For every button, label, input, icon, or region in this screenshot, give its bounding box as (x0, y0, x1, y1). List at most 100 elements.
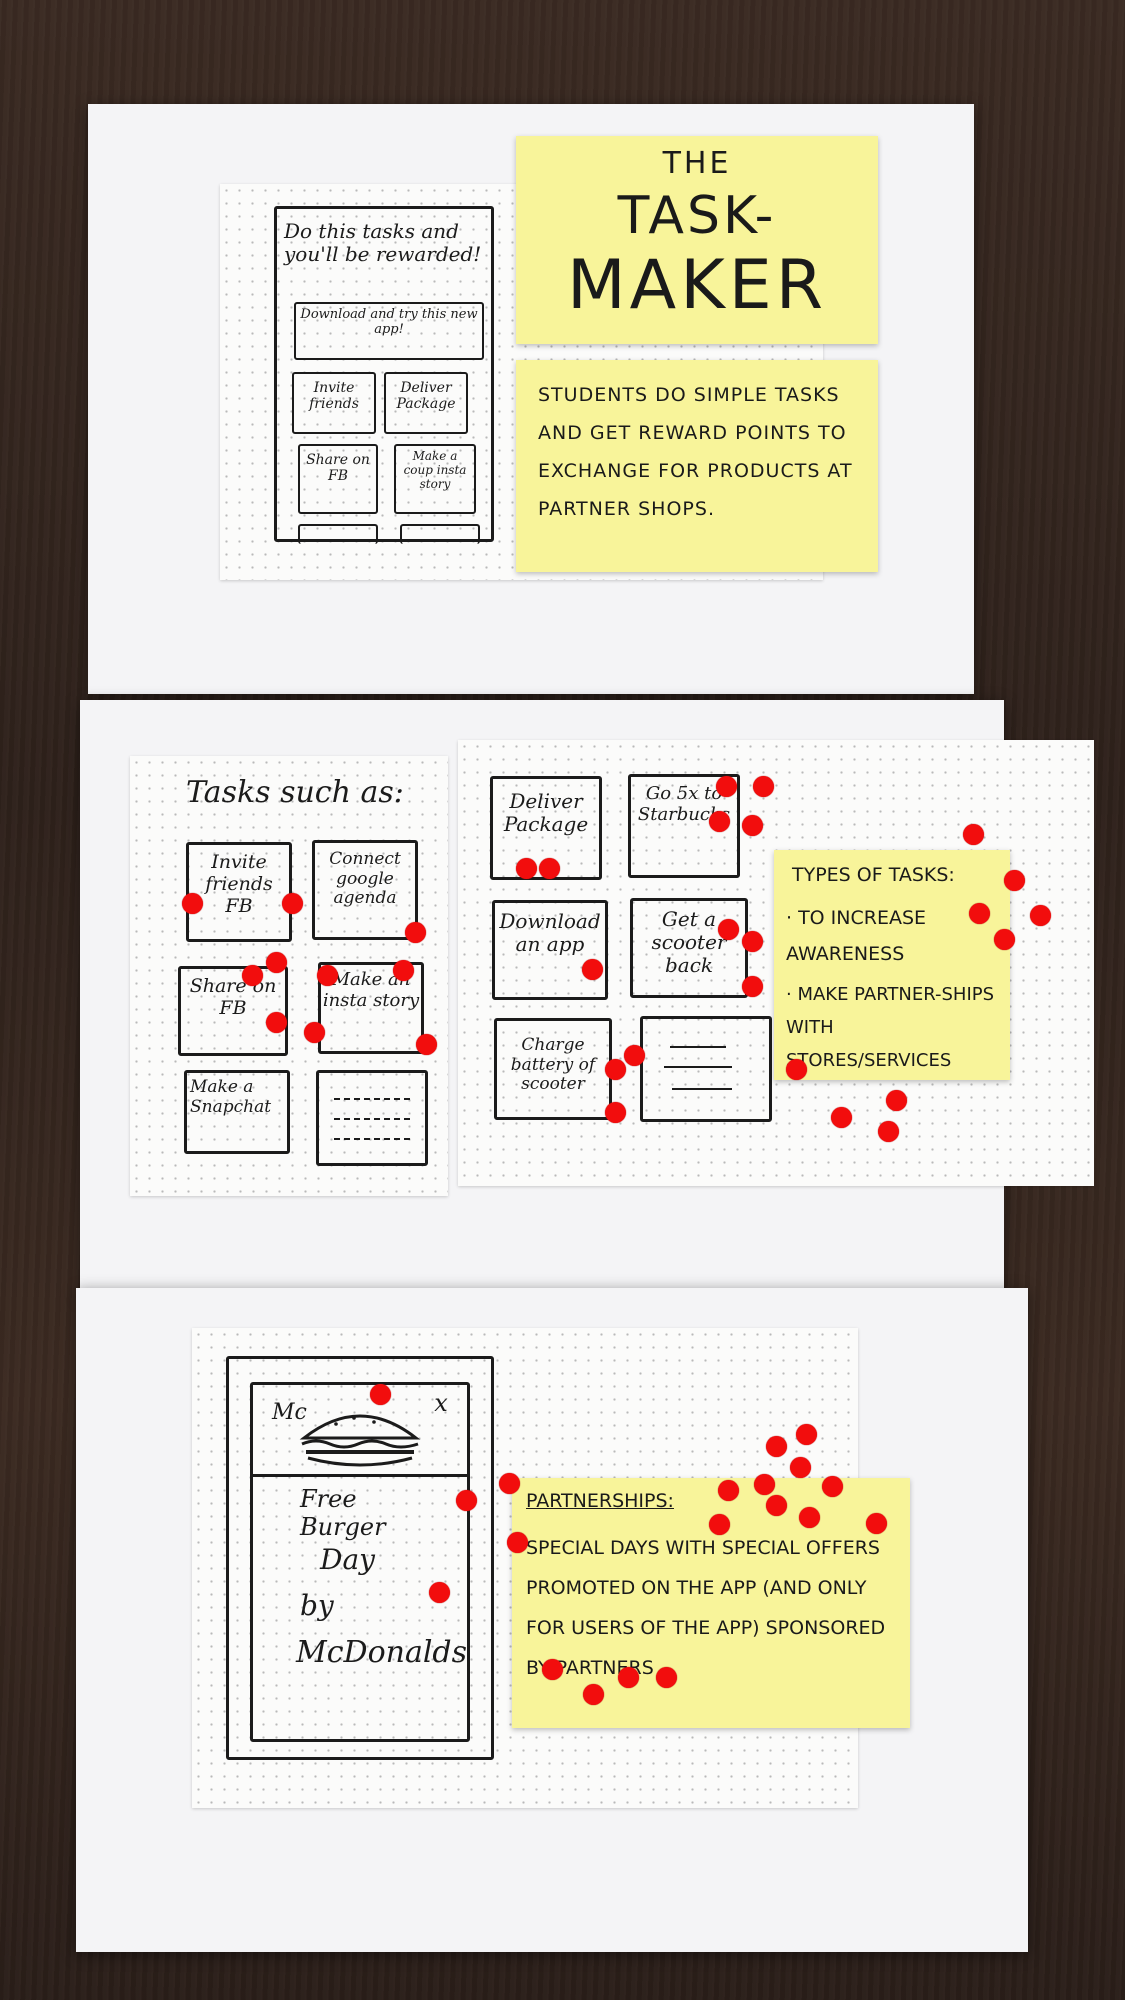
red-vote-dot (709, 811, 730, 832)
red-vote-dot (799, 1507, 820, 1528)
red-vote-dot (582, 959, 603, 980)
task-tile-invite (292, 372, 376, 434)
red-vote-dot (429, 1582, 450, 1603)
red-vote-dot (766, 1495, 787, 1516)
title-line-the: THE (662, 146, 732, 181)
task-tile-deliver (384, 372, 468, 434)
phone-outline (274, 206, 494, 542)
red-vote-dot (405, 922, 426, 943)
red-vote-dot (822, 1476, 843, 1497)
red-vote-dot (304, 1022, 325, 1043)
placeholder-dash (672, 1088, 732, 1090)
red-vote-dot (266, 1012, 287, 1033)
red-vote-dot (618, 1667, 639, 1688)
left-tile-invite (186, 842, 292, 942)
red-vote-dot (742, 976, 763, 997)
red-vote-dot (507, 1532, 528, 1553)
promo-popup-frame (250, 1382, 470, 1742)
red-vote-dot (266, 952, 287, 973)
red-vote-dot (866, 1513, 887, 1534)
red-vote-dot (1004, 870, 1025, 891)
placeholder-dash (334, 1118, 410, 1120)
task-tile-share (298, 444, 378, 514)
left-tile-snapchat (184, 1070, 290, 1154)
red-vote-dot (718, 919, 739, 940)
phone-header-text: Do this tasks and you'll be rewarded! (284, 219, 482, 266)
right-tile-placeholder (640, 1016, 772, 1122)
promo-line-mcdonalds: McDonalds (296, 1635, 468, 1670)
red-vote-dot (969, 903, 990, 924)
right-tile-starbucks (628, 774, 740, 878)
red-vote-dot (790, 1457, 811, 1478)
promo-line-burger: Burger (300, 1513, 386, 1541)
tasks-heading: Tasks such as: (186, 775, 404, 810)
placeholder-dash (670, 1046, 726, 1048)
right-tile-starbucks-label: Go 5x to Starbucks (637, 783, 731, 825)
red-vote-dot (716, 776, 737, 797)
red-vote-dot (416, 1034, 437, 1055)
promo-close-mark: x (434, 1389, 448, 1417)
partnerships-text: SPECIAL DAYS WITH SPECIAL OFFERS PROMOTE… (526, 1537, 886, 1679)
red-vote-dot (878, 1121, 899, 1142)
title-sticky: THE TASK- MAKER (516, 136, 878, 344)
right-tile-download-label: Download an app (499, 909, 601, 956)
right-tile-deliver-label: Deliver Package (503, 789, 589, 836)
task-types-item-awareness: · TO INCREASE AWARENESS (786, 907, 927, 965)
red-vote-dot (886, 1090, 907, 1111)
promo-line-day: Day (320, 1543, 375, 1576)
description-sticky: STUDENTS DO SIMPLE TASKS AND GET REWARD … (516, 360, 878, 572)
title-line-maker: MAKER (567, 246, 827, 325)
red-vote-dot (456, 1490, 477, 1511)
red-vote-dot (766, 1436, 787, 1457)
left-tile-share (178, 966, 288, 1056)
right-tile-scooter-label: Get a scooter back (651, 907, 727, 977)
left-tile-connect-label: Connect google agenda (329, 849, 401, 909)
task-tile-partial-1 (298, 524, 378, 544)
red-vote-dot (605, 1102, 626, 1123)
red-vote-dot (742, 931, 763, 952)
title-line-task: TASK- (617, 186, 777, 246)
red-vote-dot (317, 965, 338, 986)
placeholder-dash (334, 1098, 410, 1100)
task-tile-story-label: Make a coup insta story (403, 449, 467, 491)
red-vote-dot (754, 1474, 775, 1495)
banner-task-label: Download and try this new app! (300, 307, 478, 337)
red-vote-dot (994, 929, 1015, 950)
partnerships-sticky: PARTNERSHIPS: SPECIAL DAYS WITH SPECIAL … (512, 1478, 910, 1728)
red-vote-dot (718, 1480, 739, 1501)
left-tile-connect (312, 840, 418, 940)
banner-task (294, 302, 484, 360)
red-vote-dot (709, 1514, 730, 1535)
promo-phone-outline (226, 1356, 494, 1760)
task-tile-invite-label: Invite friends (309, 380, 359, 413)
left-tile-story (318, 962, 424, 1054)
red-vote-dot (786, 1059, 807, 1080)
right-tile-battery-label: Charge battery of scooter (510, 1035, 596, 1095)
description-text: STUDENTS DO SIMPLE TASKS AND GET REWARD … (538, 384, 853, 520)
task-types-item-partnerships: · MAKE PARTNER-SHIPS WITH STORES/SERVICE… (786, 984, 995, 1071)
red-vote-dot (742, 815, 763, 836)
partnerships-title: PARTNERSHIPS: (526, 1490, 674, 1512)
left-tile-invite-label: Invite friends FB (205, 851, 273, 917)
task-tile-share-label: Share on FB (306, 452, 370, 485)
red-vote-dot (242, 965, 263, 986)
task-tile-story (394, 444, 476, 514)
placeholder-dash (664, 1066, 732, 1068)
red-vote-dot (963, 824, 984, 845)
red-vote-dot (605, 1059, 626, 1080)
promo-line-by: by (300, 1589, 334, 1622)
task-types-title: TYPES OF TASKS: (792, 864, 955, 886)
red-vote-dot (516, 858, 537, 879)
red-vote-dot (182, 893, 203, 914)
popup-divider (252, 1474, 468, 1477)
task-tile-deliver-label: Deliver Package (396, 380, 456, 413)
red-vote-dot (542, 1659, 563, 1680)
left-tile-snapchat-label: Make a Snapchat (190, 1077, 272, 1117)
right-tile-download (492, 900, 608, 1000)
red-vote-dot (282, 893, 303, 914)
promo-brand-mc: Mc (272, 1400, 307, 1425)
task-tile-partial-2 (400, 524, 480, 544)
red-vote-dot (624, 1045, 645, 1066)
red-vote-dot (831, 1107, 852, 1128)
left-tile-placeholder (316, 1070, 428, 1166)
